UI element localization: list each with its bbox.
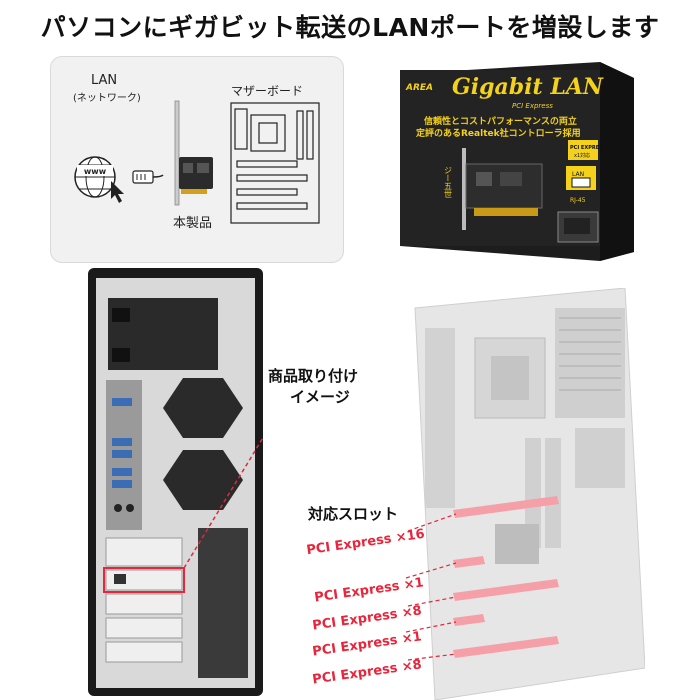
diagram-drawing: www xyxy=(74,100,320,224)
connection-diagram: LAN (ネットワーク) マザーボード 本製品 www xyxy=(50,56,344,263)
motherboard-label: マザーボード xyxy=(231,84,304,98)
lan-card-icon xyxy=(174,100,213,206)
lan-label: LAN xyxy=(91,73,118,88)
motherboard-icon xyxy=(230,102,320,224)
box-tagline-2: 定評のあるRealtek社コントローラ採用 xyxy=(415,127,581,139)
product-label: 本製品 xyxy=(173,216,213,231)
product-box-photo: AREA Gigabit LAN PCI Express 信頼性とコストパフォー… xyxy=(400,62,634,261)
supported-slots-heading: 対応スロット xyxy=(308,505,399,523)
box-brand: AREA xyxy=(405,83,433,93)
lan-sublabel: (ネットワーク) xyxy=(73,93,141,104)
box-series: ジー五世 xyxy=(444,166,453,198)
highlight-box xyxy=(103,567,185,593)
callout-line xyxy=(183,436,263,569)
box-badge-2: x1対応 xyxy=(574,152,590,159)
slot-x16-1 xyxy=(453,496,559,518)
pci-slots xyxy=(453,496,559,658)
box-badge: PCI EXPRESS xyxy=(570,145,607,151)
slot-x1-2 xyxy=(453,614,485,626)
cursor-icon xyxy=(111,181,124,203)
box-subtitle: PCI Express xyxy=(512,102,553,110)
pc-tower-photo xyxy=(88,268,263,696)
slot-x1-1 xyxy=(453,556,485,568)
install-image-label: 商品取り付け xyxy=(268,367,359,385)
www-text: www xyxy=(84,167,107,176)
motherboard-photo xyxy=(414,288,645,700)
globe-icon: www xyxy=(74,156,116,198)
page-title: パソコンにギガビット転送のLANポートを増設します xyxy=(40,13,660,42)
box-title: Gigabit LAN xyxy=(452,74,604,100)
lan-cable-icon xyxy=(132,170,164,184)
box-tagline-1: 信頼性とコストパフォーマンスの両立 xyxy=(424,115,577,127)
slot-x8-1 xyxy=(453,579,559,601)
slot-x8-2 xyxy=(453,636,559,658)
box-port-sub: RJ-45 xyxy=(570,197,586,204)
box-port-label: LAN xyxy=(572,171,584,178)
install-image-label-2: イメージ xyxy=(290,388,350,406)
